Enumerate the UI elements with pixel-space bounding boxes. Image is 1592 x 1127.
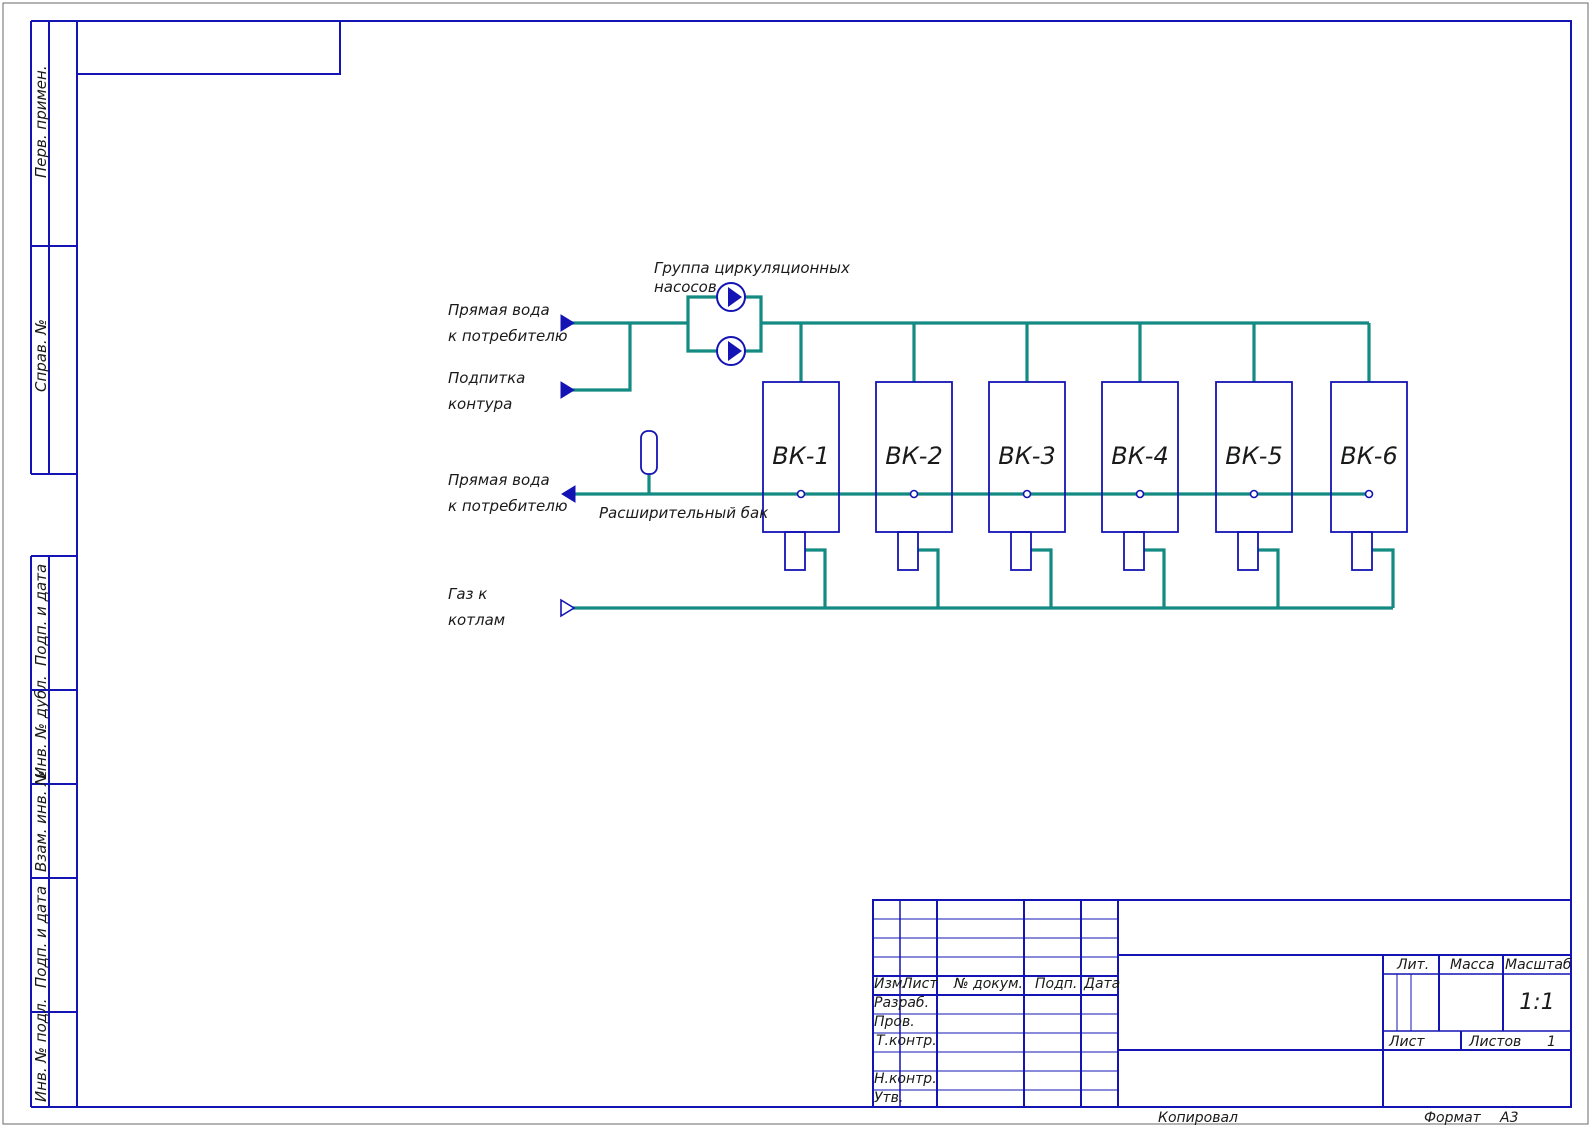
pump-2-inlet — [686, 323, 717, 353]
boiler-label: ВК-1 — [772, 442, 829, 470]
expansion-tank-icon — [640, 430, 658, 475]
tb-izm: Изм. — [874, 976, 907, 992]
side-label-inv-dubl: Инв. № дубл. — [32, 675, 50, 778]
boiler-2: ВК-2 — [875, 381, 953, 571]
footer-format-value: А3 — [1499, 1110, 1518, 1126]
pump-1-icon — [716, 282, 746, 312]
side-stamp-upper — [30, 20, 77, 475]
boiler-label: ВК-6 — [1340, 442, 1397, 470]
boiler-1: ВК-1 — [762, 381, 840, 571]
boiler-label: ВК-5 — [1225, 442, 1282, 470]
makeup-label-1: Подпитка — [448, 369, 525, 387]
boiler-label: ВК-2 — [885, 442, 942, 470]
tb-sheet-label: Лист — [1388, 1034, 1425, 1050]
tb-razrab: Разраб. — [874, 995, 929, 1011]
top-left-stamp-box — [76, 20, 341, 75]
makeup-label-2: контура — [448, 395, 512, 413]
supply-mid-label-2: к потребителю — [448, 497, 567, 515]
side-label-podp-data-1: Подп. и дата — [32, 564, 50, 666]
footer-format-label: Формат — [1424, 1110, 1482, 1126]
gas-label-2: котлам — [448, 611, 505, 629]
pump-2-outlet — [745, 323, 763, 353]
drawing-frame — [76, 20, 1572, 1108]
tb-podp: Подп. — [1035, 976, 1077, 992]
pump-1-inlet — [686, 295, 717, 323]
tb-scale-value: 1:1 — [1519, 990, 1554, 1015]
return-arrow-icon — [561, 485, 576, 503]
expansion-tank-label: Расширительный бак — [599, 504, 768, 522]
pump-1-outlet — [745, 295, 763, 323]
boiler-3: ВК-3 — [988, 381, 1066, 571]
pump-group-label-1: Группа циркуляционных — [654, 259, 850, 277]
boiler-5: ВК-5 — [1215, 381, 1293, 571]
tb-list: Лист — [901, 976, 938, 992]
boiler-label: ВК-3 — [998, 442, 1055, 470]
side-label-vzam-inv: Взам. инв. № — [32, 770, 50, 872]
makeup-pipe — [567, 323, 632, 392]
supply-top-label-1: Прямая вода — [448, 301, 550, 319]
boiler-supply-drops — [799, 323, 1371, 382]
side-label-perv-primen: Перв. примен. — [32, 65, 50, 178]
supply-outlet-arrow-icon — [560, 314, 575, 332]
side-stamp-lower — [30, 555, 77, 1108]
boiler-4: ВК-4 — [1101, 381, 1179, 571]
tb-n-kontr: Н.контр. — [874, 1071, 937, 1087]
tb-utv: Утв. — [874, 1090, 903, 1106]
side-label-inv-podl: Инв. № подл. — [32, 999, 50, 1102]
tb-no-dokum: № докум. — [953, 976, 1023, 992]
pump-group-label-2: насосов — [654, 278, 717, 296]
supply-top-label-2: к потребителю — [448, 327, 567, 345]
tb-sheets-value: 1 — [1547, 1034, 1556, 1050]
footer-kopiroval: Копировал — [1158, 1110, 1238, 1126]
tb-prov: Пров. — [874, 1014, 915, 1030]
title-block — [872, 899, 1572, 1108]
tb-masshtab: Масштаб — [1505, 957, 1572, 973]
tb-massa: Масса — [1450, 957, 1495, 973]
heating-scheme: ВК-1 ВК-2 ВК-3 ВК-4 ВК-5 — [448, 259, 1408, 629]
pump-2-icon — [716, 336, 746, 366]
tb-data: Дата — [1083, 976, 1120, 992]
side-label-podp-data-2: Подп. и дата — [32, 886, 50, 988]
tb-t-kontr: Т.контр. — [876, 1033, 937, 1049]
gas-drops — [805, 548, 1395, 608]
tb-sheets-label: Листов — [1468, 1034, 1521, 1050]
makeup-inlet-arrow-icon — [560, 381, 575, 399]
tb-lit: Лит. — [1396, 957, 1429, 973]
gas-label-1: Газ к — [448, 585, 487, 603]
supply-mid-label-1: Прямая вода — [448, 471, 550, 489]
side-label-sprav-no: Справ. № — [32, 319, 50, 392]
gas-inlet-arrow-icon — [560, 598, 576, 618]
boiler-6: ВК-6 — [1330, 381, 1408, 571]
boiler-label: ВК-4 — [1111, 442, 1168, 470]
